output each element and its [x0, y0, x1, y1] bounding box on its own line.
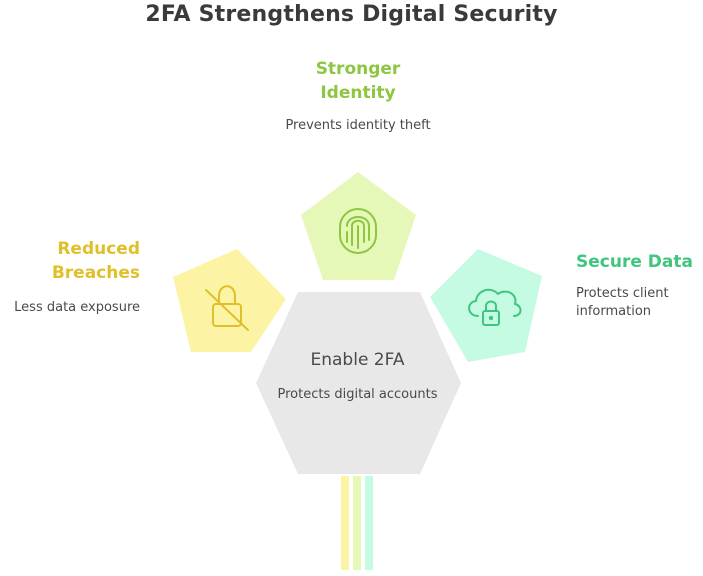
secure-data-description: Protects client information [576, 286, 669, 319]
stronger-identity-description: Prevents identity theft [285, 118, 431, 133]
diagram-title: 2FA Strengthens Digital Security [145, 2, 558, 27]
stem-green [353, 476, 361, 570]
stronger-identity-heading: Stronger Identity [315, 59, 401, 103]
center-description: Protects digital accounts [277, 387, 438, 402]
stem-mint [365, 476, 373, 570]
fingerprint-icon [339, 208, 377, 254]
cloud-lock-icon [468, 288, 522, 326]
reduced-breaches-heading: Reduced Breaches [51, 239, 140, 283]
center-title: Enable 2FA [310, 350, 405, 370]
stem-yellow [341, 476, 349, 570]
lock-off-icon [205, 285, 249, 331]
pentagon-reduced-breaches [173, 249, 286, 352]
reduced-breaches-description: Less data exposure [14, 300, 140, 315]
secure-data-heading: Secure Data [576, 252, 693, 272]
hexagon-enable-2fa [256, 292, 461, 474]
